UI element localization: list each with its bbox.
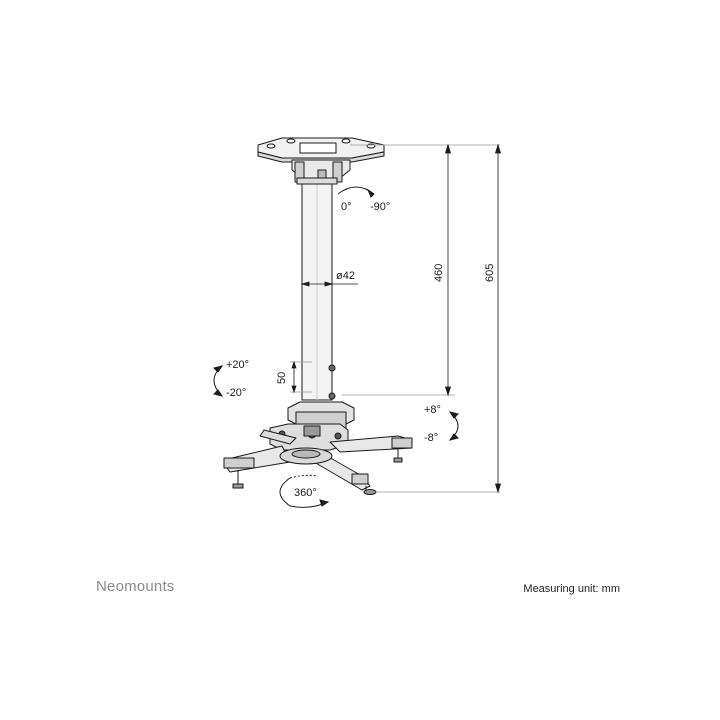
measuring-unit-label: Measuring unit: mm: [523, 583, 620, 595]
roll-up-label: +8°: [424, 404, 441, 416]
dimension-lines: [290, 143, 502, 494]
adjust-step-label: 50: [276, 372, 288, 384]
tilt-top-start-label: 0°: [341, 201, 352, 213]
rotation-arrow: [279, 477, 329, 508]
spider-arms: [223, 429, 413, 495]
height-max-label: 605: [484, 264, 496, 282]
roll-down-label: -8°: [424, 432, 438, 444]
ceiling-plate: [257, 137, 385, 185]
height-min-label: 460: [433, 264, 445, 282]
tilt-top-end-label: -90°: [370, 201, 390, 213]
rotation-arrows: [213, 186, 459, 508]
brand-logo-text: Neomounts: [96, 578, 175, 595]
tilt-side-up-label: +20°: [226, 359, 249, 371]
extension-pole: [296, 177, 338, 401]
rotation-label: 360°: [294, 487, 317, 499]
pole-diameter-label: ø42: [336, 270, 355, 282]
tilt-side-down-label: -20°: [226, 387, 246, 399]
